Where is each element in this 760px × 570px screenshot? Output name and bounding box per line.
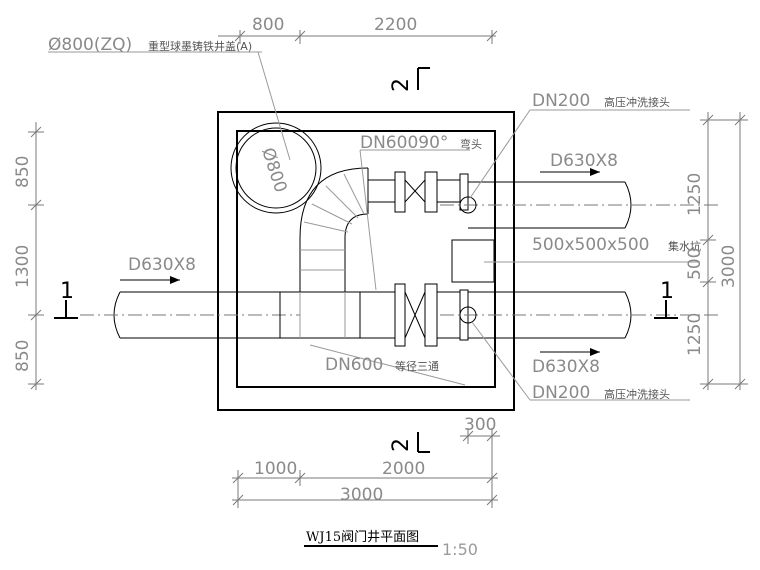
sump-pit [451, 239, 495, 283]
dim-bottom-small: 300 [464, 415, 496, 435]
section-number-top: 2 [389, 78, 414, 92]
section-mark-top [417, 67, 430, 90]
section-number-right: 1 [660, 279, 674, 304]
dim-right-total: 3000 [719, 245, 739, 288]
label-elbow: DN60090° [360, 133, 448, 153]
label-flush-bottom: DN200 [532, 383, 590, 403]
flush-joint-bottom [459, 306, 477, 324]
dim-right-top: 1250 [685, 173, 705, 216]
label-flush-top: DN200 [532, 91, 590, 111]
label-sump: 500x500x500 [532, 235, 649, 255]
section-number-left: 1 [60, 279, 74, 304]
dim-bottom-right: 2000 [382, 459, 425, 479]
dim-top-left: 800 [252, 15, 284, 35]
equal-tee [279, 291, 361, 339]
label-pipe-in: D630X8 [128, 255, 196, 275]
label-sump-cn: 集水坑 [668, 239, 701, 253]
label-cover-cn: 重型球墨铸铁井盖(A) [148, 39, 252, 53]
dimension-bottom [232, 428, 500, 508]
drawing-scale: 1:50 [442, 540, 478, 559]
leader-lines [48, 51, 700, 401]
well-outer-wall [217, 111, 515, 411]
dimension-top [218, 30, 498, 44]
dim-left-bottom: 850 [13, 340, 33, 372]
flush-joint-top [459, 196, 477, 214]
label-flush-top-cn: 高压冲洗接头 [604, 95, 670, 109]
dim-left-mid: 1300 [13, 245, 33, 288]
label-tee-cn: 等径三通 [395, 359, 439, 373]
label-pipe-out-bottom: D630X8 [532, 357, 600, 377]
dimension-right [700, 112, 748, 390]
lower-valve-branch [360, 283, 720, 347]
riser-and-elbow [299, 167, 369, 292]
drawing-title: WJ15阀门井平面图 [306, 530, 419, 545]
label-tee: DN600 [325, 355, 383, 375]
section-mark-right [654, 300, 678, 319]
label-cover-dia: Ø800 [257, 145, 290, 195]
upper-valve-branch [368, 171, 720, 229]
inlet-pipe [80, 291, 300, 339]
dim-top-right: 2200 [374, 15, 417, 35]
section-number-bottom: 2 [389, 438, 414, 452]
section-mark-left [54, 300, 78, 319]
section-mark-bottom [417, 432, 430, 453]
dim-left-top: 850 [13, 156, 33, 188]
dim-right-bottom: 1250 [685, 313, 705, 356]
label-pipe-out-top: D630X8 [550, 151, 618, 171]
well-inner-wall [236, 130, 496, 388]
dim-bottom-left: 1000 [254, 459, 297, 479]
label-cover: Ø800(ZQ) [48, 35, 132, 55]
dim-right-mid: 500 [685, 248, 705, 280]
label-flush-bottom-cn: 高压冲洗接头 [604, 387, 670, 401]
label-elbow-cn: 弯头 [460, 137, 482, 151]
manhole-cover [230, 122, 322, 214]
dim-bottom-total: 3000 [340, 485, 383, 505]
dimension-left [28, 122, 44, 390]
flow-arrows [120, 168, 600, 356]
